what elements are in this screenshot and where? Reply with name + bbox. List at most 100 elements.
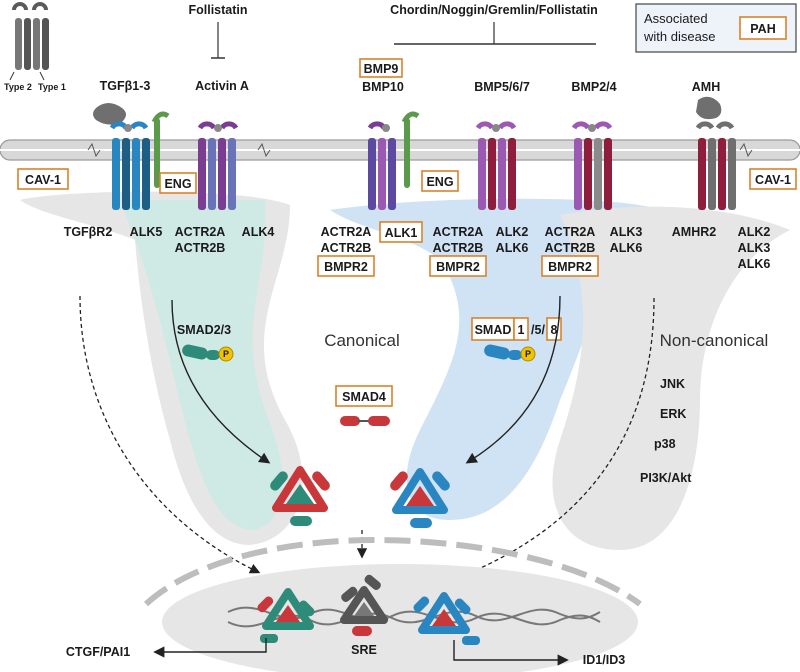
canonical-label: Canonical — [324, 331, 400, 350]
smad23-label: SMAD2/3 — [177, 323, 231, 337]
jnk-label: JNK — [660, 377, 685, 391]
cav1-left-box — [17, 168, 69, 190]
tgfb-receptor-complex — [109, 121, 150, 210]
noncanonical-label: Non-canonical — [660, 331, 769, 350]
inhibitor-follistatin-label: Follistatin — [188, 3, 247, 17]
eng-coreceptor-right — [401, 111, 420, 188]
nuclear-smad158-complex-icon — [413, 592, 480, 645]
receptor-alk4: ALK4 — [242, 225, 275, 239]
smad158-one: 1 — [518, 323, 525, 337]
bmpr2-1-box — [317, 255, 375, 277]
key-type2-label: Type 2 — [4, 82, 32, 92]
bmp9-receptor-complex — [367, 121, 396, 210]
smad158-pathway-region — [330, 198, 660, 520]
receptor-actr2b-2: ACTR2B — [321, 241, 372, 255]
bmp24-receptor-complex — [571, 121, 613, 210]
smad23-smad4-complex-icon — [270, 466, 330, 526]
receptor-alk1: ALK1 — [385, 226, 418, 240]
nucleus-region — [162, 564, 638, 672]
receptor-alk5: ALK5 — [130, 225, 163, 239]
receptor-alk2-1: ALK2 — [496, 225, 529, 239]
smad158-eight: 8 — [551, 323, 558, 337]
key-type1-label: Type 1 — [38, 82, 66, 92]
ligand-amh-label: AMH — [692, 80, 720, 94]
ligand-bmp9-label: BMP9 — [364, 62, 399, 76]
dna-strand-b — [227, 608, 601, 628]
nuclear-envelope-dashed — [143, 536, 642, 607]
id-transcription-arrow — [453, 640, 569, 666]
receptor-actr2b-1: ACTR2B — [175, 241, 226, 255]
alk1-box — [379, 221, 423, 243]
smad4-box — [335, 385, 393, 407]
caveolae-markers — [87, 142, 753, 158]
noncanonical-region — [552, 206, 790, 550]
smad23-protein-icon: P — [182, 344, 234, 362]
receptor-actr2a-1: ACTR2A — [175, 225, 226, 239]
eng-left-label: ENG — [164, 177, 191, 191]
ligand-activin-label: Activin A — [195, 79, 249, 93]
legend-text-line2: with disease — [643, 29, 716, 44]
ctgf-pai1-label: CTGF/PAI1 — [66, 645, 130, 659]
receptor-actr2b-4: ACTR2B — [545, 241, 596, 255]
smad158-smad4-complex-icon — [390, 468, 450, 528]
erk-label: ERK — [660, 407, 686, 421]
receptor-bmpr2-1: BMPR2 — [324, 260, 368, 274]
receptor-tgfbr2: TGFβR2 — [64, 225, 113, 239]
sre-label: SRE — [351, 643, 377, 657]
smad4-label: SMAD4 — [342, 390, 386, 404]
cav1-right-box — [749, 168, 797, 190]
smad158-sep: /5/ — [531, 323, 545, 337]
legend-badge: PAH — [750, 22, 775, 36]
smad158-phospho-label: P — [525, 349, 531, 359]
eng-right-label: ENG — [426, 175, 453, 189]
bmp567-receptor-complex — [475, 121, 517, 210]
p38-label: p38 — [654, 437, 676, 451]
receptor-actr2a-3: ACTR2A — [433, 225, 484, 239]
eng-left-box — [159, 172, 197, 194]
bmpr2-2-box — [429, 255, 487, 277]
receptor-alk3-1: ALK3 — [610, 225, 643, 239]
amh-ligand-icon — [696, 96, 722, 120]
receptor-bmpr2-2: BMPR2 — [436, 260, 480, 274]
receptor-alk6-1: ALK6 — [496, 241, 529, 255]
legend-badge-box — [739, 16, 787, 40]
ligand-bmp24-label: BMP2/4 — [571, 80, 616, 94]
ligand-bmp10-label: BMP10 — [362, 80, 404, 94]
nuclear-smad23-complex-icon — [257, 588, 315, 643]
receptor-amhr2: AMHR2 — [672, 225, 716, 239]
inhibitor-chordin-group-label: Chordin/Noggin/Gremlin/Follistatin — [390, 3, 598, 17]
smad4-protein-icon — [340, 416, 390, 426]
nuclear-sre-complex-icon — [340, 574, 388, 636]
cav1-right-label: CAV-1 — [755, 173, 791, 187]
receptor-alk3-2: ALK3 — [738, 241, 771, 255]
canonical-mint-region — [120, 200, 283, 530]
bmpr2-3-box — [541, 255, 599, 277]
tgfb-ligand-icon — [93, 103, 126, 125]
receptor-alk2-2: ALK2 — [738, 225, 771, 239]
ligand-tgfb-label: TGFβ1-3 — [100, 79, 151, 93]
cav1-left-label: CAV-1 — [25, 173, 61, 187]
smad23-arrow — [171, 299, 271, 464]
eng-coreceptor-left — [151, 111, 170, 188]
pi3k-akt-label: PI3K/Akt — [640, 471, 692, 485]
ligand-bmp567-label: BMP5/6/7 — [474, 80, 530, 94]
smad-1-box — [513, 317, 529, 341]
receptor-type-key-icon — [9, 2, 49, 81]
bmp9-highlight-box — [359, 58, 403, 78]
receptor-bmpr2-3: BMPR2 — [548, 260, 592, 274]
activin-receptor-complex — [197, 121, 239, 210]
ctgf-transcription-arrow — [153, 638, 267, 658]
smad23-phospho-label: P — [223, 349, 229, 359]
smad158-arrow — [465, 295, 561, 464]
receptor-actr2a-2: ACTR2A — [321, 225, 372, 239]
smad158-protein-icon: P — [484, 344, 536, 362]
legend-text-line1: Associated — [644, 11, 708, 26]
receptor-alk6-2: ALK6 — [610, 241, 643, 255]
receptor-actr2a-4: ACTR2A — [545, 225, 596, 239]
receptor-alk6-3: ALK6 — [738, 257, 771, 271]
receptor-actr2b-3: ACTR2B — [433, 241, 484, 255]
amh-receptor-complex — [695, 121, 736, 210]
id1-id3-label: ID1/ID3 — [583, 653, 625, 667]
